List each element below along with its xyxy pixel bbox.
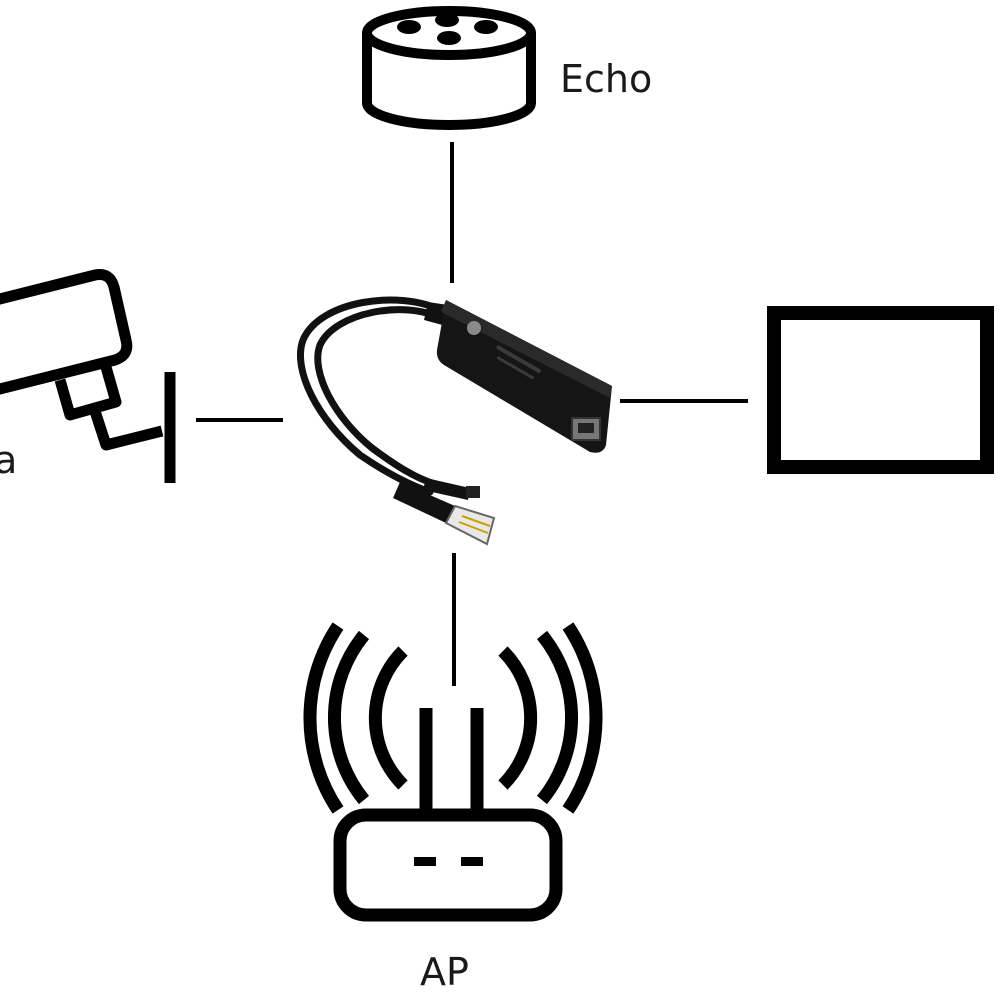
ap-label: AP	[420, 950, 469, 994]
camera-label-partial: a	[0, 438, 17, 482]
tablet-display-icon	[767, 306, 994, 474]
echo-label: Echo	[560, 57, 652, 101]
rj45-plug	[393, 482, 496, 546]
connector-lines	[196, 142, 748, 686]
poe-splitter-adapter-image	[296, 296, 612, 546]
dc-plug	[423, 478, 480, 500]
security-camera-icon	[0, 269, 176, 483]
splitter-body	[436, 300, 612, 453]
wireless-access-point-icon	[303, 622, 603, 922]
splitter-cables	[296, 296, 444, 496]
smart-speaker-icon	[362, 6, 536, 130]
